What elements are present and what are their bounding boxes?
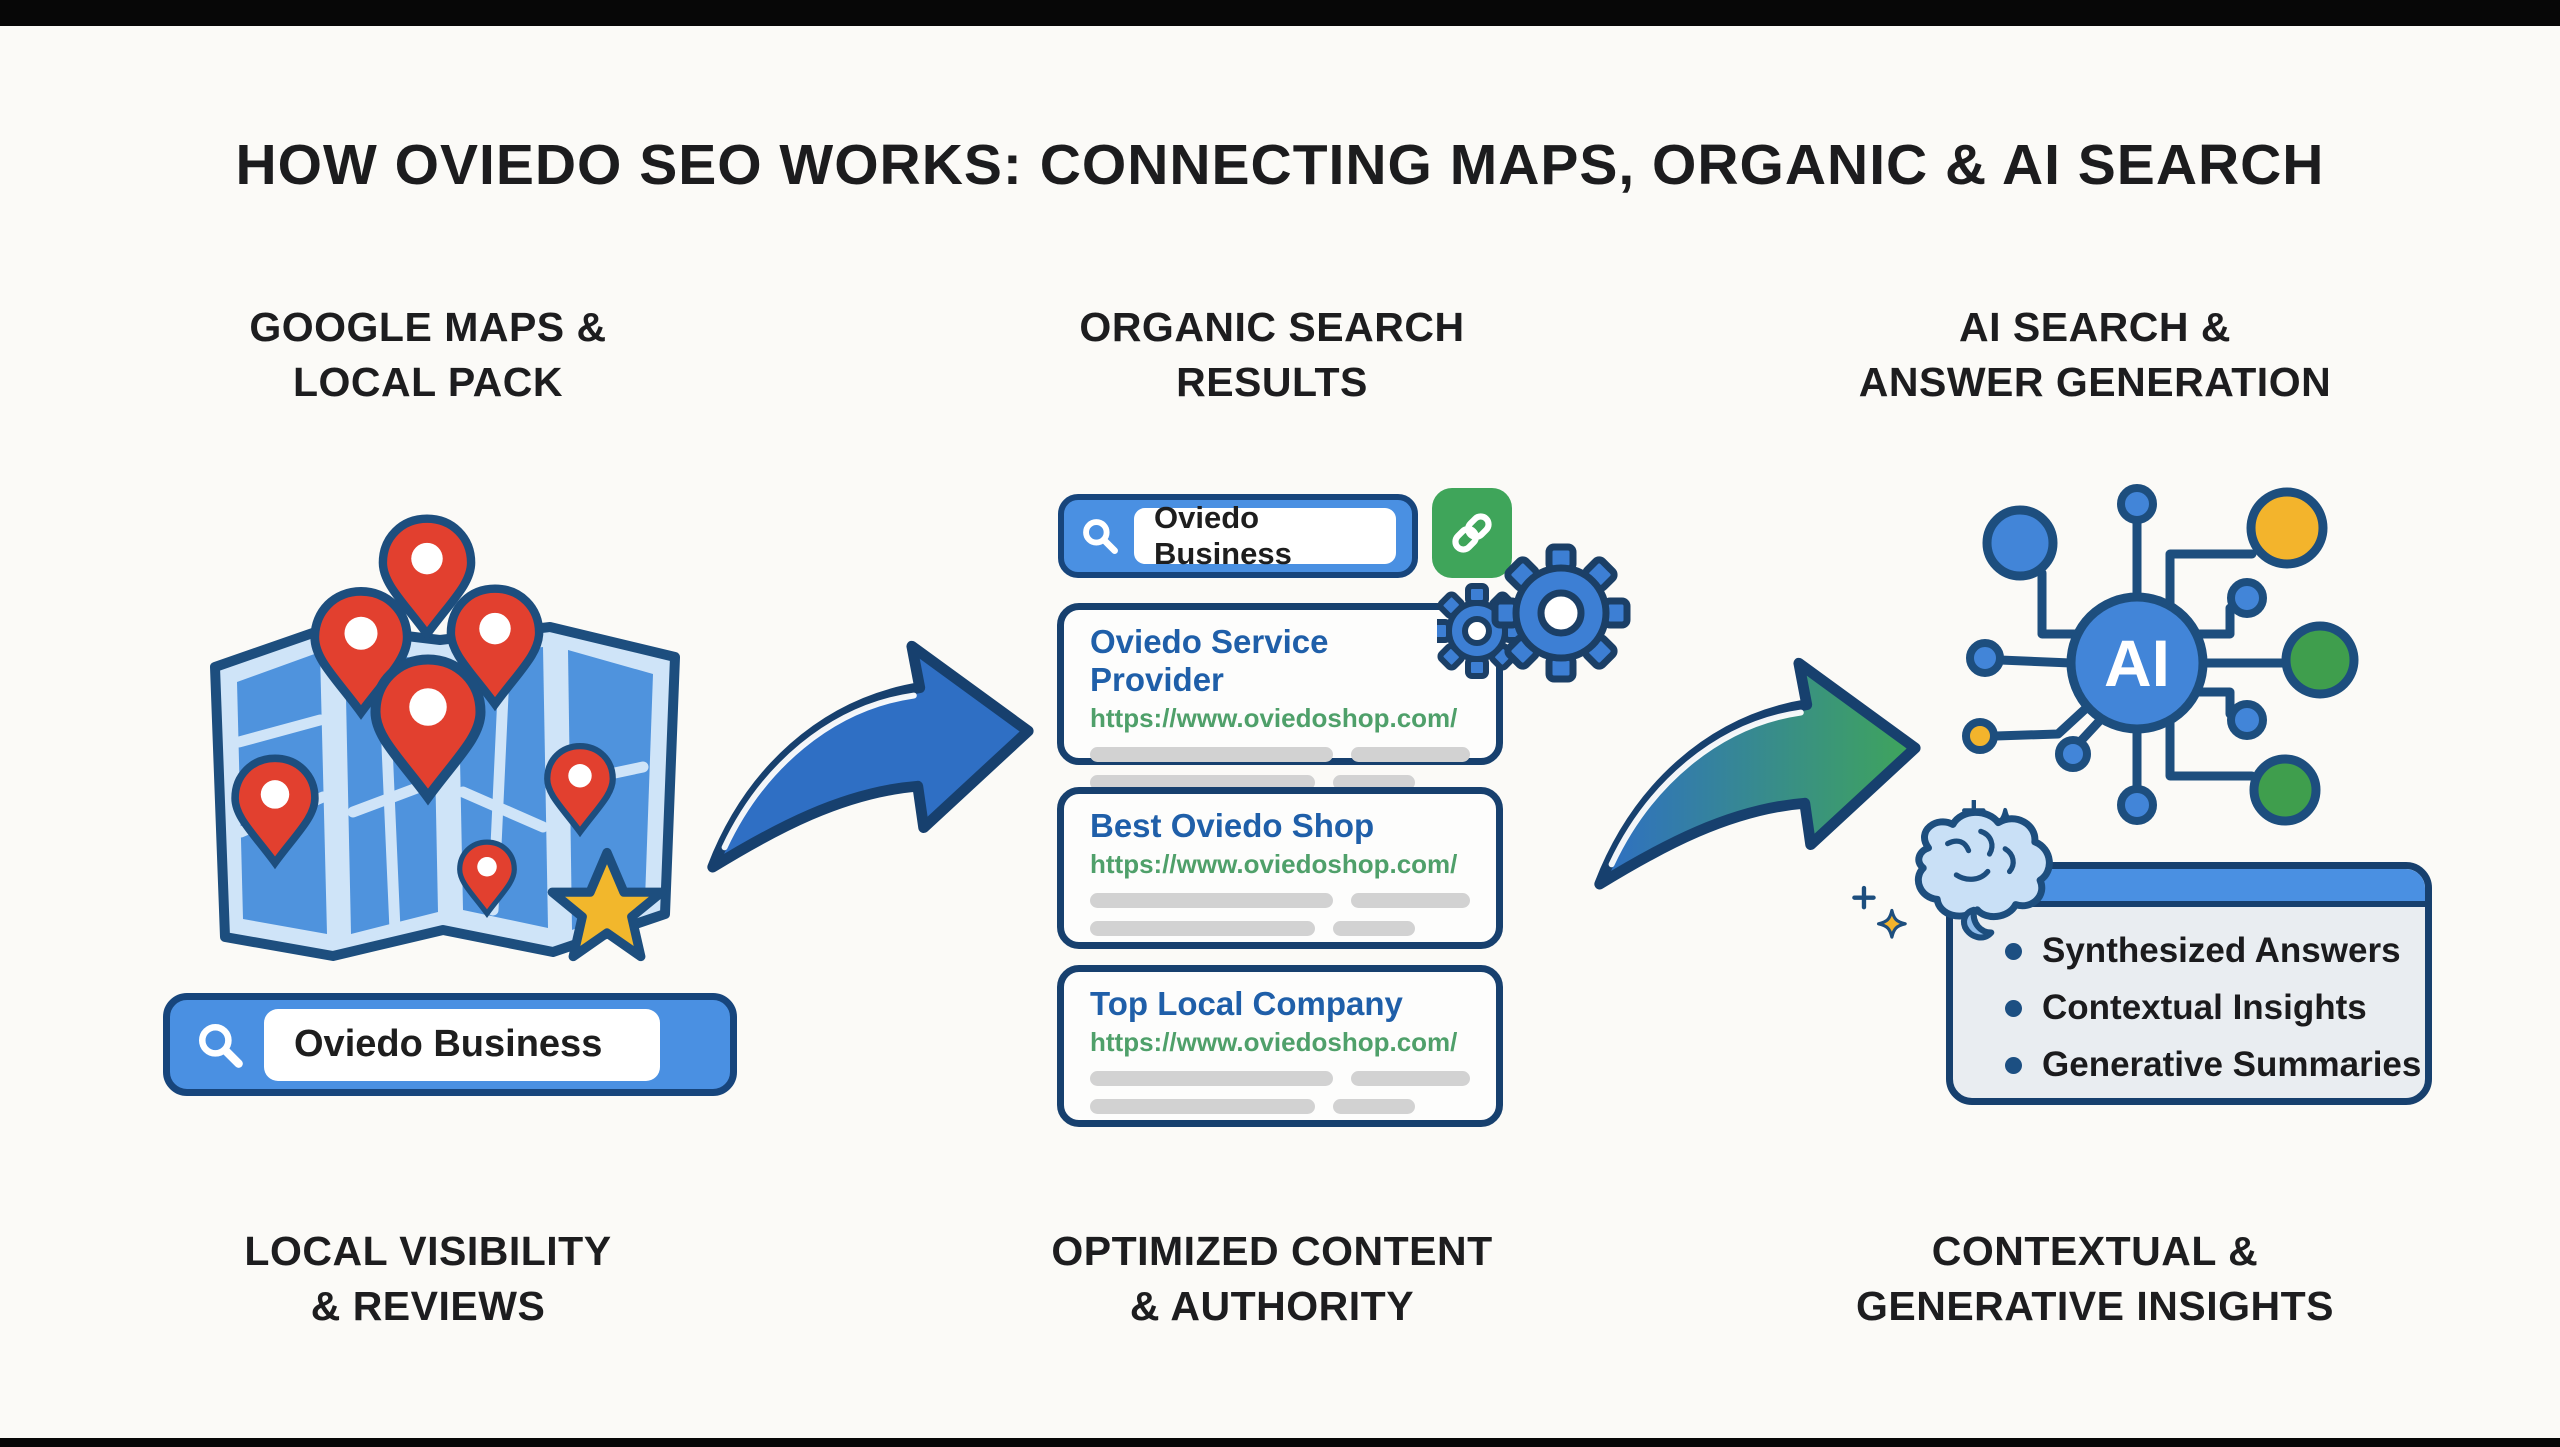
link-button[interactable]	[1432, 488, 1512, 578]
brain-icon	[1852, 800, 2053, 941]
caption-line: & AUTHORITY	[1129, 1282, 1415, 1329]
column-caption-organic: OPTIMIZED CONTENT & AUTHORITY	[892, 1224, 1652, 1334]
search-result-card[interactable]: Top Local Company https://www.oviedoshop…	[1057, 965, 1503, 1127]
gear-icon	[1437, 543, 1631, 683]
list-item: Contextual Insights	[2005, 988, 2415, 1028]
search-result-card[interactable]: Oviedo Service Provider https://www.ovie…	[1057, 603, 1503, 790]
maps-search-input[interactable]: Oviedo Business	[264, 1008, 660, 1081]
link-icon	[1452, 513, 1492, 553]
organic-search-input[interactable]: Oviedo Business	[1134, 500, 1396, 571]
column-caption-ai: CONTEXTUAL & GENERATIVE INSIGHTS	[1715, 1224, 2475, 1334]
bullet-dot	[2005, 999, 2022, 1017]
header-line: ORGANIC SEARCH	[1079, 304, 1465, 350]
caption-line: OPTIMIZED CONTENT	[1051, 1228, 1493, 1274]
search-icon	[1083, 519, 1118, 554]
header-line: LOCAL PACK	[293, 358, 563, 405]
result-link-title[interactable]: Best Oviedo Shop	[1090, 807, 1375, 844]
answer-bullet-list: Synthesized Answers Contextual Insights …	[1953, 907, 2425, 1085]
ai-network-icon: AI	[1962, 484, 2359, 826]
page-title: HOW OVIEDO SEO WORKS: CONNECTING MAPS, O…	[235, 133, 2325, 197]
search-result-card[interactable]: Best Oviedo Shop https://www.oviedoshop.…	[1057, 787, 1503, 949]
bottom-letterbox-bar	[0, 1438, 2560, 1447]
caption-line: GENERATIVE INSIGHTS	[1855, 1282, 2335, 1329]
header-line: RESULTS	[1176, 358, 1368, 405]
flow-arrow-organic-to-ai	[1594, 657, 1921, 890]
google-map-illustration	[210, 514, 680, 962]
column-header-maps: GOOGLE MAPS & LOCAL PACK	[48, 300, 808, 410]
caption-line: CONTEXTUAL &	[1931, 1228, 2259, 1274]
star-icon	[547, 847, 667, 962]
placeholder-text-bars	[1090, 892, 1470, 936]
ai-hub-circle	[2066, 592, 2208, 734]
list-item: Synthesized Answers	[2005, 931, 2415, 971]
result-url: https://www.oviedoshop.com/	[1090, 702, 1458, 733]
bullet-dot	[2005, 1056, 2022, 1074]
column-header-organic: ORGANIC SEARCH RESULTS	[892, 300, 1652, 410]
maps-search-bar[interactable]: Oviedo Business	[163, 993, 737, 1096]
search-icon	[199, 1023, 243, 1068]
header-line: GOOGLE MAPS &	[249, 304, 607, 350]
map-pin-icon	[231, 514, 616, 918]
organic-search-bar[interactable]: Oviedo Business	[1058, 494, 1418, 578]
bullet-label: Contextual Insights	[2042, 988, 2367, 1027]
column-header-ai: AI SEARCH & ANSWER GENERATION	[1715, 300, 2475, 410]
result-url: https://www.oviedoshop.com/	[1090, 848, 1458, 879]
column-caption-maps: LOCAL VISIBILITY & REVIEWS	[48, 1224, 808, 1334]
header-line: ANSWER GENERATION	[1858, 358, 2332, 405]
header-line: AI SEARCH &	[1958, 304, 2232, 350]
result-link-title[interactable]: Oviedo Service Provider	[1090, 623, 1329, 698]
result-url: https://www.oviedoshop.com/	[1090, 1026, 1458, 1057]
ai-hub-label: AI	[2104, 626, 2170, 700]
caption-line: & REVIEWS	[310, 1282, 546, 1329]
list-item: Generative Summaries	[2005, 1045, 2421, 1085]
network-nodes	[1962, 484, 2359, 826]
bullet-dot	[2005, 942, 2022, 960]
result-link-title[interactable]: Top Local Company	[1090, 985, 1403, 1022]
bullet-label: Generative Summaries	[2042, 1045, 2422, 1084]
caption-line: LOCAL VISIBILITY	[244, 1228, 612, 1274]
top-letterbox-bar	[0, 0, 2560, 26]
placeholder-text-bars	[1090, 746, 1470, 790]
bullet-label: Synthesized Answers	[2042, 931, 2401, 970]
placeholder-text-bars	[1090, 1070, 1470, 1114]
flow-arrow-maps-to-organic	[707, 640, 1034, 873]
